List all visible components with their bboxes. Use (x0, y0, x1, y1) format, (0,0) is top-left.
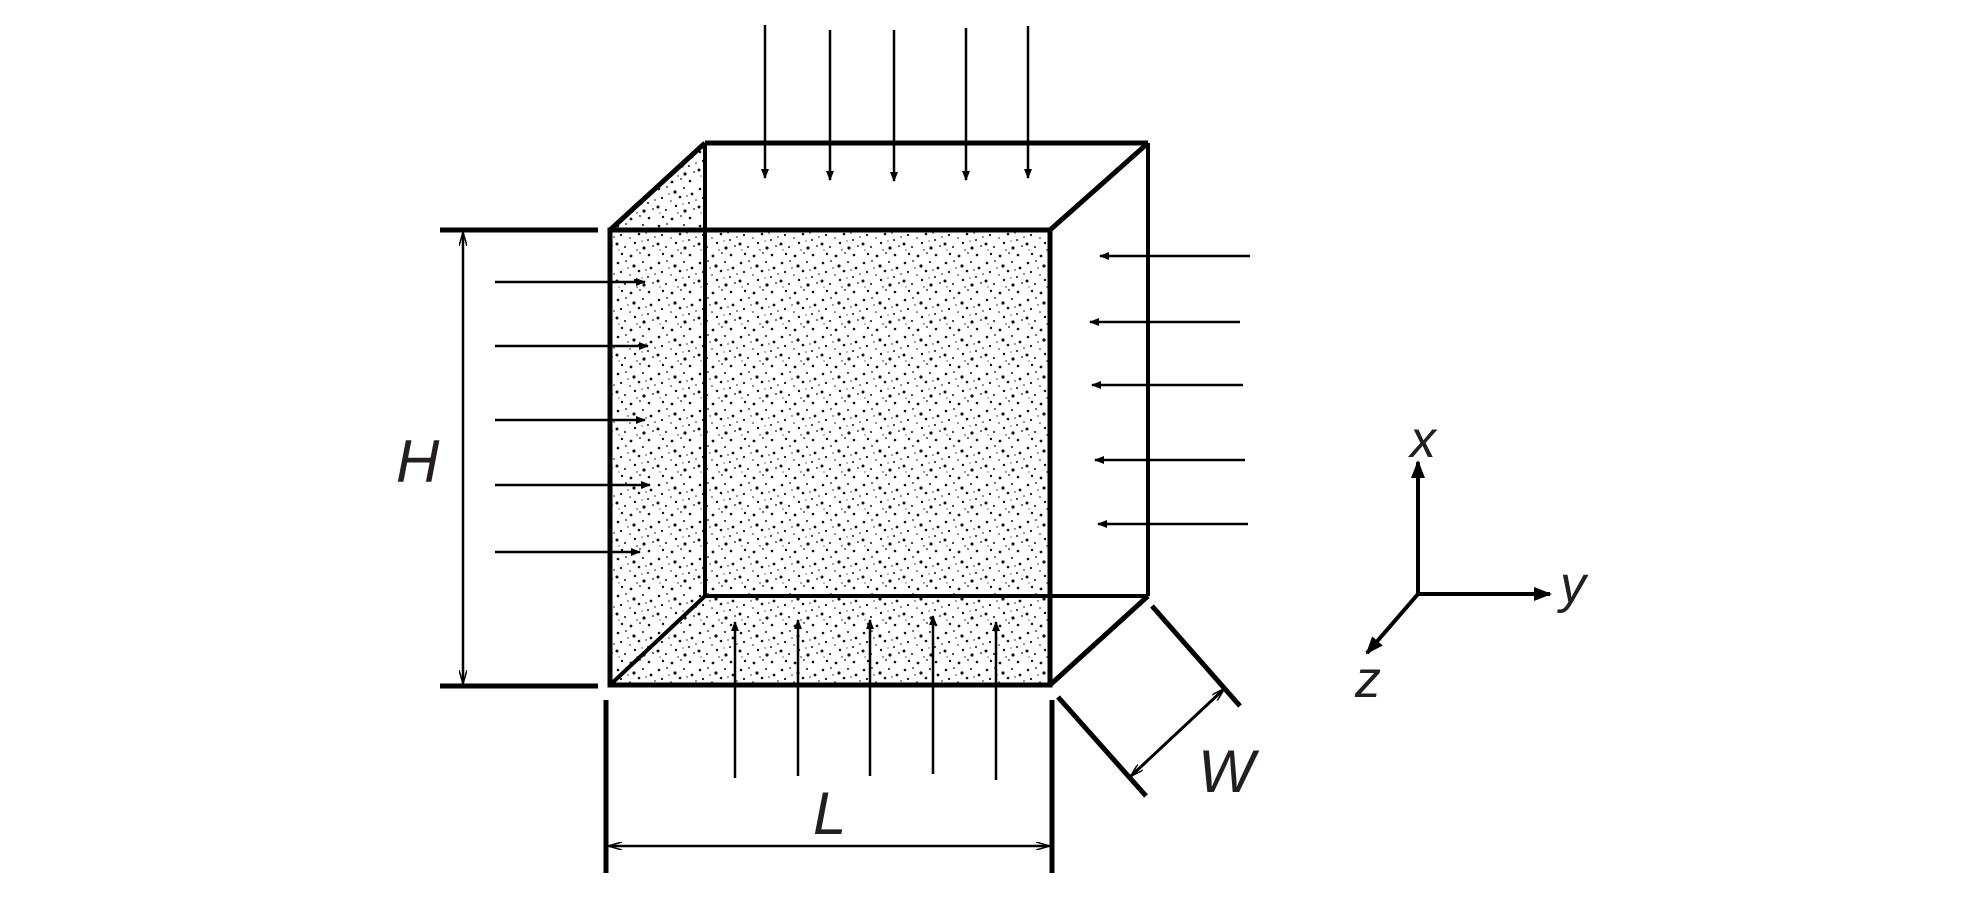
specimen-faces (610, 143, 1050, 685)
bottom-load-arrows (731, 615, 1000, 780)
hidden-edge-bottom-diagonal (608, 594, 707, 687)
width-extension-inner (1056, 695, 1148, 798)
top-load-arrows (761, 25, 1032, 182)
left-load-arrows (495, 278, 651, 556)
length-dimension (603, 700, 1055, 873)
right-load-arrows (1089, 252, 1250, 528)
height-label: H (396, 428, 440, 495)
width-label: W (1198, 738, 1260, 805)
bottom-face-fill (610, 596, 1050, 685)
left-face-fill (610, 143, 705, 685)
bottom-right-diagonal (1048, 594, 1150, 687)
coordinate-axes (1365, 460, 1552, 655)
z-axis-arrow (1365, 592, 1420, 655)
front-face-outline (607, 227, 1053, 688)
x-axis-label: x (1407, 411, 1438, 469)
width-dimension-line (1131, 689, 1224, 776)
z-axis-label: z (1354, 651, 1381, 709)
top-left-diagonal (608, 141, 707, 232)
length-label: L (813, 780, 846, 847)
width-dimension (1056, 604, 1242, 798)
top-right-diagonal (1048, 141, 1150, 232)
y-axis-label: y (1557, 556, 1589, 614)
cube-edges (607, 140, 1150, 688)
width-extension-outer (1150, 604, 1242, 708)
height-dimension (440, 227, 598, 689)
